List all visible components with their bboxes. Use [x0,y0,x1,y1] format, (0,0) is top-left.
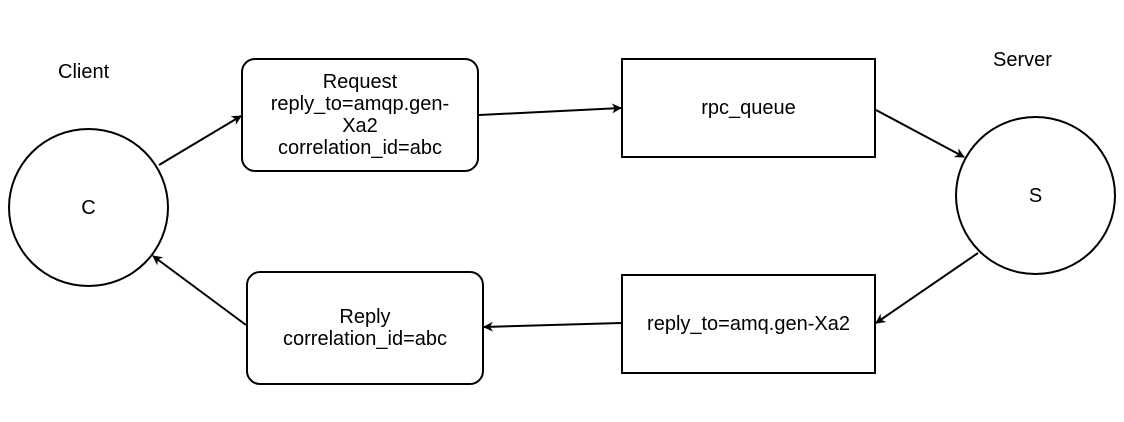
server-label: Server [993,49,1052,71]
client-label: Client [58,61,110,83]
request-title: Request [322,71,398,93]
reply-correlation-id: correlation_id=abc [283,328,447,350]
reply-message: Reply correlation_id=abc [246,271,484,385]
reply-queue-node: reply_to=amq.gen-Xa2 [621,274,876,374]
client-node: C [8,128,169,287]
reply-title: Reply [339,306,391,328]
request-reply-to: reply_to=amqp.gen- [270,93,450,115]
request-reply-to-cont: Xa2 [342,115,378,137]
rpc-queue-label: rpc_queue [701,97,796,119]
edge-reply-queue-to-reply [483,321,622,332]
server-node-label: S [1028,184,1043,207]
edge-rpc-queue-to-server [875,109,965,158]
edge-client-to-request [158,115,242,166]
server-node: S [955,116,1116,275]
request-message: Request reply_to=amqp.gen- Xa2 correlati… [241,58,479,172]
edge-server-to-reply-queue [875,252,979,324]
edge-reply-to-client [152,255,247,326]
request-correlation-id: correlation_id=abc [277,137,442,159]
rpc-queue-node: rpc_queue [621,58,876,158]
client-node-label: C [81,196,96,219]
edge-request-to-rpc-queue [478,103,622,116]
reply-queue-label: reply_to=amq.gen-Xa2 [647,313,850,335]
